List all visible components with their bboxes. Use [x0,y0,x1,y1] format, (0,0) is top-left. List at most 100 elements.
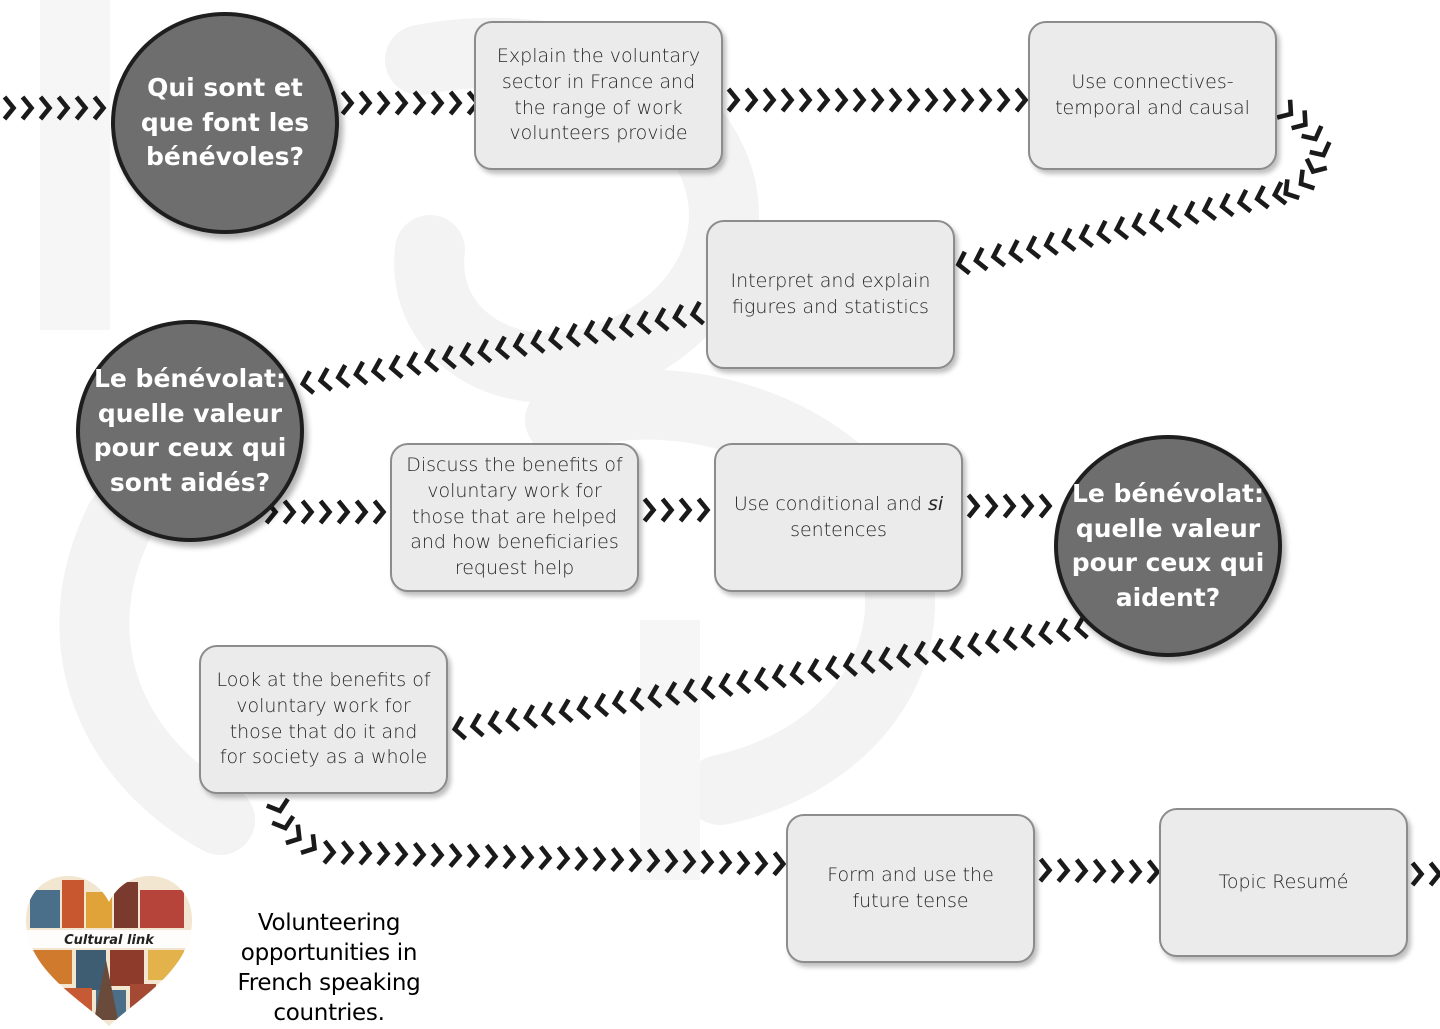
step-discuss-benefits-helped: Discuss the benefits of voluntary work f… [390,443,639,592]
chevron-mark [477,338,493,364]
step-label: Use connectives- temporal and causal [1055,70,1250,119]
chevron-mark [1131,212,1147,237]
chevron-mark [565,322,581,348]
step-label: Form and use the future tense [827,863,994,912]
chevron-mark [906,87,921,113]
chevron-mark [300,499,315,525]
chevron-mark [322,839,337,865]
chevron-trail-to-c2 [299,300,705,395]
chevron-mark [700,849,715,875]
chevron-trail-c2-to-box [264,499,387,525]
chevron-mark [726,87,741,113]
chevron-mark [1304,157,1328,175]
chevron-mark [558,698,574,724]
chevron-mark [601,316,617,342]
step-label: Interpret and explain figures and statis… [730,269,931,318]
chevron-mark [660,497,675,523]
chevron-mark [406,351,422,376]
chevron-trail-end [1410,861,1440,887]
chevron-trail-start [2,95,107,121]
chevron-mark [678,497,693,523]
chevron-mark [20,95,35,121]
chevron-mark [1038,493,1053,519]
chevron-mark [664,848,679,874]
chevron-mark [1298,169,1316,191]
step-use-conditional: Use conditional and si sentences [714,443,963,592]
chevron-mark [1025,235,1042,260]
chevron-mark [798,87,813,113]
chevron-mark [1201,196,1218,222]
chevron-mark [718,849,733,875]
chevron-mark [672,303,688,329]
step-topic-resume: Topic Resumé [1159,808,1408,957]
step-use-connectives: Use connectives- temporal and causal [1028,21,1277,170]
chevron-mark [665,681,681,706]
chevron-mark [271,814,296,831]
chevron-mark [610,847,625,873]
chevron-mark [1056,857,1071,883]
chevron-mark [1254,185,1270,210]
chevron-mark [966,493,981,519]
chevron-mark [484,843,499,869]
chevron-trail-to-figures [955,181,1288,276]
chevron-mark [1166,204,1182,229]
chevron-mark [430,842,445,868]
step-label-part: Use conditional and [733,492,928,515]
topic-circle-label: Le bénévolat: quelle valeur pour ceux qu… [93,364,287,497]
chevron-mark [1096,219,1112,245]
chevron-mark [689,300,705,326]
chevron-mark [594,692,610,718]
chevron-mark [780,87,795,113]
topic-circle-valeur-aides: Le bénévolat: quelle valeur pour ceux qu… [76,320,304,542]
chevron-mark [370,357,386,383]
chevron-mark [1020,493,1035,519]
chevron-mark [538,845,553,871]
chevron-mark [512,332,528,357]
chevron-mark [358,90,373,116]
chevron-mark [1002,626,1018,651]
chevron-mark [842,652,858,677]
chevron-mark [1074,858,1089,884]
chevron-mark [996,87,1011,113]
chevron-trail-to-cond [642,497,711,523]
chevron-mark [744,87,759,113]
chevron-mark [611,689,627,715]
chevron-mark [646,848,661,874]
chevron-mark [547,326,564,351]
chevron-mark [807,658,823,683]
chevron-mark [955,250,971,276]
chevron-mark [1038,620,1054,646]
topic-circle-valeur-aident: Le bénévolat: quelle valeur pour ceux qu… [1054,435,1282,657]
chevron-mark [56,95,71,121]
chevron-mark [1410,861,1425,887]
chevron-mark [990,243,1007,268]
chevron-mark [530,329,546,354]
chevron-mark [1276,99,1294,120]
chevron-mark [592,846,607,872]
chevron-mark [816,87,831,113]
chevron-mark [2,95,17,121]
chevron-mark [469,712,485,738]
chevron-mark [394,841,409,867]
chevron-mark [430,90,445,116]
chevron-mark [753,666,770,692]
chevron-mark [340,840,355,866]
chevron-mark [336,499,351,525]
cultural-link-logo: Cultural link [26,876,192,1026]
chevron-mark [960,87,975,113]
step-label-italic: si [927,492,944,515]
chevron-mark [1078,223,1095,249]
chevron-mark [772,851,787,877]
chevron-mark [376,841,391,867]
chevron-mark [1008,239,1024,264]
chevron-mark [466,843,481,869]
chevron-mark [1061,227,1077,252]
step-label: Topic Resumé [1218,870,1349,893]
chevron-mark [576,695,592,721]
chevron-mark [878,646,894,672]
chevron-mark [636,310,652,335]
chevron-mark [754,850,769,876]
chevron-mark [984,493,999,519]
chevron-mark [771,663,787,689]
chevron-mark [736,850,751,876]
